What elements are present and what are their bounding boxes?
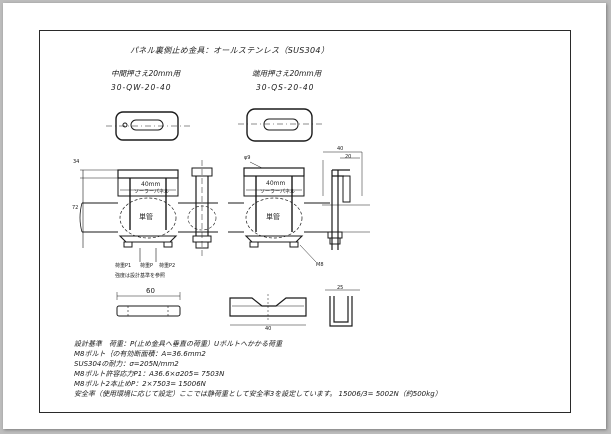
- label-pipe-right: 単管: [266, 213, 280, 221]
- right-part-name: 端用押さえ20mm用: [252, 69, 322, 78]
- label-load-p1: 荷重P1: [115, 263, 132, 269]
- label-pipe-left: 単管: [139, 213, 153, 221]
- label-dim-25: 25: [337, 285, 344, 291]
- label-solar-panel-right: ソーラーパネル: [260, 189, 295, 195]
- document-page: [3, 3, 606, 429]
- label-m8: M8: [316, 262, 324, 268]
- label-dim-60: 60: [146, 287, 155, 295]
- channel-profile: [329, 296, 353, 327]
- label-phi: φ9: [244, 155, 251, 161]
- left-bracket-slot: [130, 119, 164, 131]
- label-dim-40b: 40: [265, 326, 272, 332]
- right-u-bolt: [255, 176, 293, 232]
- note-line: 設計基準 荷重：P(止め金具へ垂直の荷重）Uボルトへかかる荷重: [74, 340, 283, 348]
- bent-plate-profile: [229, 297, 307, 317]
- label-load-p2: 荷重P2: [159, 263, 176, 269]
- label-load-note: 強度は設計基準を参照: [115, 273, 166, 279]
- left-clamp-plate: [117, 169, 179, 179]
- right-clamp-plate: [243, 167, 305, 177]
- label-dim-40a: 40: [337, 146, 344, 152]
- drawing-title: パネル裏側止め金具：オールステンレス（SUS304）: [130, 46, 330, 55]
- label-dim-72: 72: [72, 205, 79, 211]
- note-line: M8ボルト許容応力P1：A36.6×σ205= 7503N: [74, 370, 225, 378]
- right-part-code: 30-QS-20-40: [256, 83, 315, 92]
- left-u-bolt: [129, 178, 167, 230]
- label-solar-panel-left: ソーラーパネル: [134, 189, 169, 195]
- note-line: M8ボルト｛の有効断面積：A=36.6mm2: [74, 350, 206, 358]
- note-line: 安全率（使用環境に応じて設定）ここでは静荷重として安全率3を設定しています。 1…: [74, 390, 442, 398]
- label-40mm-right: 40mm: [266, 180, 286, 187]
- note-line: M8ボルト2本止めP：2×7503= 15006N: [74, 380, 206, 388]
- flat-plate-profile: [116, 305, 181, 317]
- label-load-p: 荷重P: [140, 263, 154, 269]
- note-line: SUS304の耐力：σ=205N/mm2: [74, 360, 179, 368]
- left-side-view: [191, 167, 213, 177]
- left-part-code: 30-QW-20-40: [111, 83, 172, 92]
- left-pipe: [82, 202, 218, 233]
- drawing-border: [39, 30, 571, 413]
- label-dim-20: 20: [345, 154, 352, 160]
- right-pipe: [228, 202, 330, 233]
- right-bracket-top-view: [246, 108, 313, 142]
- label-40mm-left: 40mm: [141, 181, 161, 188]
- right-bracket-slot: [263, 118, 299, 131]
- label-dim-34: 34: [73, 159, 80, 165]
- design-notes: 設計基準 荷重：P(止め金具へ垂直の荷重）Uボルトへかかる荷重 M8ボルト｛の有…: [74, 339, 442, 399]
- right-side-view: [331, 169, 350, 250]
- left-part-name: 中間押さえ20mm用: [111, 69, 181, 78]
